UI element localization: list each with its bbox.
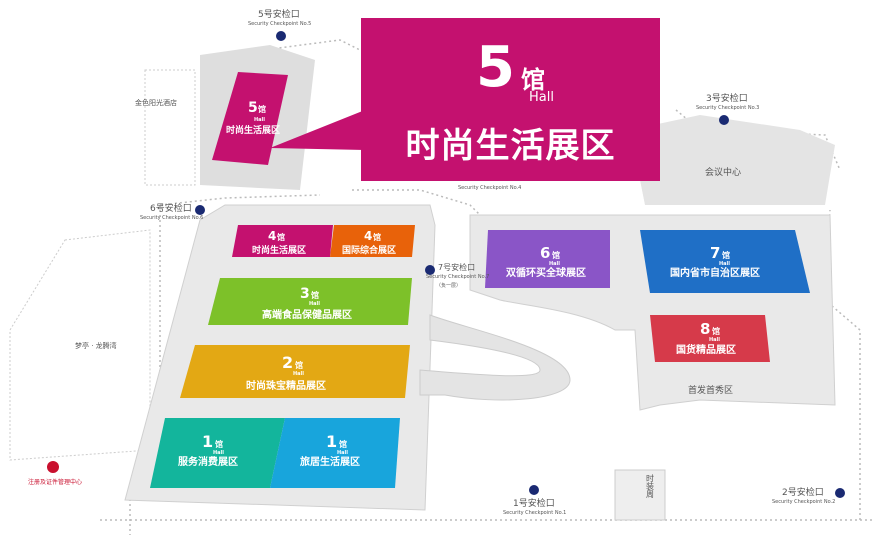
hall2-zone: 时尚珠宝精品展区 bbox=[246, 379, 326, 392]
service-center-label: 注册及证件管理中心 bbox=[28, 478, 82, 486]
cp2-en: Security Checkpoint No.2 bbox=[772, 499, 835, 505]
cp7-note: （负一层） bbox=[436, 282, 461, 289]
premiere-area-label: 首发首秀区 bbox=[688, 384, 733, 396]
hall1b-block bbox=[270, 418, 400, 488]
hall5-small-hall: Hall bbox=[254, 117, 265, 123]
walkway bbox=[419, 314, 571, 401]
callout-hall-label: Hall bbox=[529, 90, 554, 105]
hotel-label: 金色阳光酒店 bbox=[135, 98, 177, 107]
hall3-unit: 馆 bbox=[311, 290, 319, 300]
hall4b-unit: 馆 bbox=[373, 232, 381, 242]
cp5-label: 5号安检口 bbox=[258, 8, 300, 20]
hall1a-unit: 馆 bbox=[215, 439, 223, 449]
hall6-block bbox=[485, 230, 610, 288]
hall2-hall: Hall bbox=[293, 371, 304, 377]
hall8-unit: 馆 bbox=[712, 326, 720, 336]
hall6-number: 6 bbox=[540, 244, 550, 262]
callout-unit: 馆 bbox=[520, 66, 545, 94]
hall6-unit: 馆 bbox=[552, 250, 560, 260]
hall1b-unit: 馆 bbox=[339, 439, 347, 449]
cp3-en: Security Checkpoint No.3 bbox=[696, 105, 759, 111]
cp3-icon[interactable] bbox=[719, 115, 729, 125]
hall3-block bbox=[208, 278, 412, 325]
cp6-icon[interactable] bbox=[195, 205, 205, 215]
mengting-block bbox=[9, 229, 151, 461]
cp4-en: Security Checkpoint No.4 bbox=[458, 185, 521, 191]
hall8-block bbox=[650, 315, 770, 362]
cp7-icon[interactable] bbox=[425, 265, 435, 275]
hall5-small-zone: 时尚生活展区 bbox=[226, 124, 280, 136]
cp1-en: Security Checkpoint No.1 bbox=[503, 510, 566, 516]
conference-building bbox=[630, 115, 835, 205]
hall6-hall: Hall bbox=[549, 261, 560, 267]
hall2-number: 2 bbox=[282, 353, 293, 372]
cp6-label: 6号安检口 bbox=[150, 202, 192, 214]
cp7-label: 7号安检口 bbox=[438, 262, 475, 272]
hall4b-number: 4 bbox=[364, 229, 372, 243]
callout-zone-name: 时尚生活展区 bbox=[405, 126, 616, 166]
hall8-hall: Hall bbox=[709, 337, 720, 343]
callout-number: 5 bbox=[476, 35, 515, 100]
hall2-block bbox=[180, 345, 410, 398]
cp1-label: 1号安检口 bbox=[513, 497, 555, 509]
hall8-zone: 国货精品展区 bbox=[676, 343, 736, 356]
hotel-block bbox=[144, 69, 196, 186]
shizhuang-block bbox=[614, 469, 666, 521]
cp3-label: 3号安检口 bbox=[706, 92, 748, 104]
hall7-hall: Hall bbox=[719, 261, 730, 267]
hall4a-unit: 馆 bbox=[277, 232, 285, 242]
hall5-small-unit: 馆 bbox=[258, 104, 266, 114]
hall2-unit: 馆 bbox=[295, 360, 303, 370]
hall1a-number: 1 bbox=[202, 432, 213, 451]
hall7-number: 7 bbox=[710, 244, 720, 262]
hall3-zone: 高端食品保健品展区 bbox=[262, 308, 352, 321]
cp6-en: Security Checkpoint No.6 bbox=[140, 215, 203, 221]
shizhuang-label: 时装周 bbox=[646, 473, 655, 499]
hall1a-block bbox=[150, 418, 285, 488]
hall4a-block bbox=[232, 225, 333, 257]
hall7-zone: 国内省市自治区展区 bbox=[670, 266, 760, 279]
hall1a-hall: Hall bbox=[213, 450, 224, 456]
mengting-label: 梦亭 · 龙腾湾 bbox=[75, 341, 117, 350]
hall5-small-block bbox=[212, 72, 288, 165]
hall3-number: 3 bbox=[300, 286, 310, 302]
hall4a-number: 4 bbox=[268, 229, 276, 243]
hall4a-zone: 时尚生活展区 bbox=[252, 244, 306, 256]
site-boundary bbox=[100, 39, 875, 521]
hall4b-zone: 国际综合展区 bbox=[342, 244, 396, 256]
hall8-number: 8 bbox=[700, 320, 710, 338]
hall1b-zone: 旅居生活展区 bbox=[300, 455, 360, 468]
hall1b-number: 1 bbox=[326, 432, 337, 451]
hall5-small-number: 5 bbox=[248, 100, 258, 116]
service-center-icon bbox=[47, 461, 59, 473]
hall1b-hall: Hall bbox=[337, 450, 348, 456]
hall6-zone: 双循环买全球展区 bbox=[506, 266, 586, 279]
hall4b-block bbox=[330, 225, 415, 257]
cp2-icon[interactable] bbox=[835, 488, 845, 498]
cp1-icon[interactable] bbox=[529, 485, 539, 495]
conference-label: 会议中心 bbox=[705, 166, 741, 178]
cp5-icon[interactable] bbox=[276, 31, 286, 41]
hall3-hall: Hall bbox=[309, 301, 320, 307]
hall7-block bbox=[640, 230, 810, 293]
hall7-unit: 馆 bbox=[722, 250, 730, 260]
hall1a-zone: 服务消费展区 bbox=[178, 455, 238, 468]
cp2-label: 2号安检口 bbox=[782, 486, 824, 498]
cp7-en: Security Checkpoint No.7 bbox=[426, 274, 489, 280]
callout-pointer bbox=[270, 110, 365, 150]
cp5-en: Security Checkpoint No.5 bbox=[248, 21, 311, 27]
